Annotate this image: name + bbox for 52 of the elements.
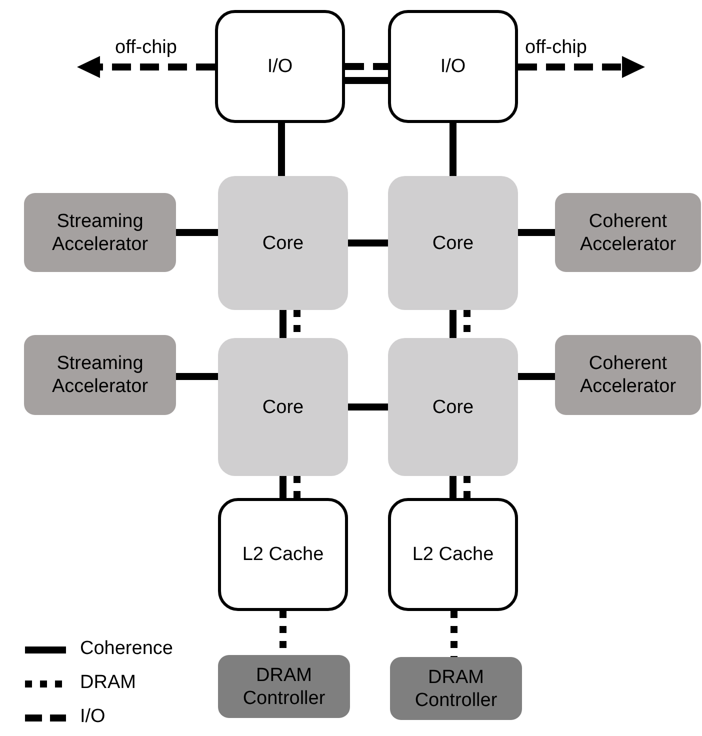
node-label: Core — [432, 396, 474, 418]
node-label: Coherent Accelerator — [578, 352, 678, 398]
connector-line — [450, 310, 456, 338]
accelerator-box — [24, 193, 176, 272]
connector-line — [280, 310, 286, 338]
cache-box — [218, 498, 348, 611]
accelerator-box — [24, 335, 176, 415]
cache-box — [388, 498, 518, 611]
node-label: L2 Cache — [412, 543, 494, 566]
node-label: DRAM Controller — [414, 666, 498, 712]
core-box — [218, 176, 348, 310]
node-label: Core — [432, 232, 474, 254]
node-label: Streaming Accelerator — [50, 352, 150, 398]
io-box — [215, 10, 345, 123]
core-box — [388, 338, 518, 476]
arrow — [518, 56, 645, 78]
io-box — [388, 10, 518, 123]
legend-label: I/O — [80, 706, 106, 728]
accelerator-box — [555, 335, 701, 415]
arrow — [77, 56, 215, 78]
node-label: I/O — [440, 55, 466, 78]
accelerator-box — [555, 193, 701, 272]
controller-box — [390, 657, 522, 720]
connector-line — [518, 373, 555, 380]
legend-label: Coherence — [80, 638, 173, 660]
node-label: Core — [262, 232, 304, 254]
node-label: DRAM Controller — [242, 664, 326, 710]
connector-line — [464, 476, 470, 498]
node-label: Coherent Accelerator — [578, 210, 678, 256]
node-label: Streaming Accelerator — [50, 210, 150, 256]
legend-label: DRAM — [80, 672, 136, 694]
connector-line — [176, 373, 218, 380]
connector-line — [294, 476, 300, 498]
node-label: L2 Cache — [242, 543, 324, 566]
node-label: Core — [262, 396, 304, 418]
edge-label: off-chip — [523, 38, 589, 58]
connector-line — [348, 404, 388, 410]
node-label: I/O — [267, 55, 293, 78]
connector-line — [278, 123, 285, 176]
connector-line — [280, 476, 286, 498]
connector-line — [345, 77, 388, 84]
connector-line — [450, 611, 458, 657]
connector-line — [176, 229, 218, 236]
connector-line — [450, 476, 456, 498]
core-box — [388, 176, 518, 310]
core-box — [218, 338, 348, 476]
controller-box — [218, 655, 350, 718]
connector-line — [345, 63, 388, 70]
edge-label: off-chip — [113, 38, 179, 58]
connector-line — [518, 229, 555, 236]
connector-line — [348, 240, 388, 246]
connector-line — [450, 123, 456, 176]
